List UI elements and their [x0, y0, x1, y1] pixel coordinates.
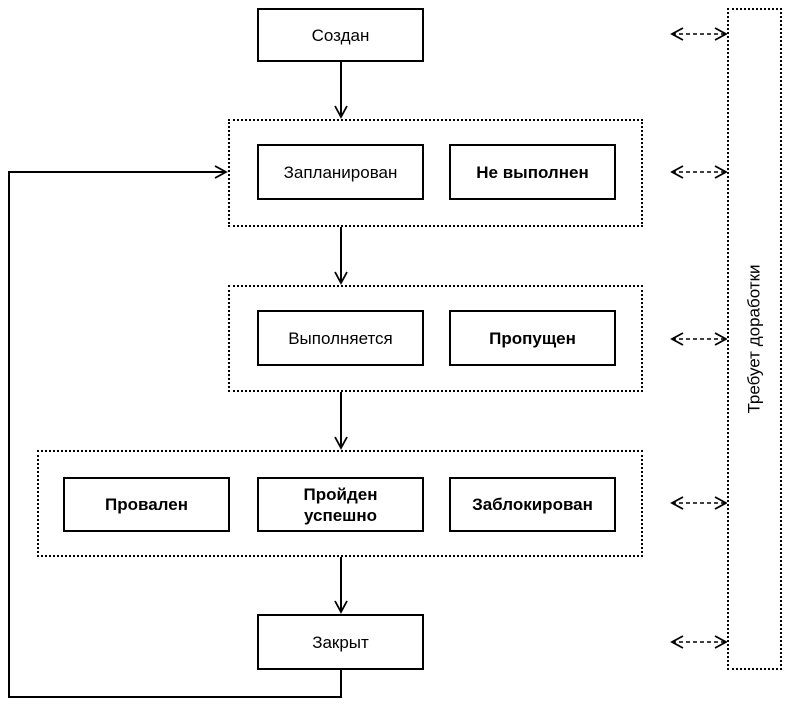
node-blocked: Заблокирован [449, 477, 616, 532]
node-skipped: Пропущен [449, 310, 616, 366]
rework-panel: Требует доработки [727, 8, 782, 670]
group-execution-stage [228, 285, 643, 392]
node-created: Создан [257, 8, 424, 62]
group-result-stage [37, 450, 643, 557]
group-planned-stage [228, 119, 643, 227]
node-not-executed-label: Не выполнен [476, 162, 589, 182]
node-passed-label: Пройден успешно [303, 484, 378, 525]
node-failed-label: Провален [105, 495, 188, 514]
node-blocked-label: Заблокирован [472, 495, 593, 514]
node-failed: Провален [63, 477, 230, 532]
node-in-progress-label: Выполняется [288, 328, 393, 348]
node-not-executed: Не выполнен [449, 144, 616, 200]
node-skipped-label: Пропущен [489, 328, 576, 348]
node-in-progress: Выполняется [257, 310, 424, 366]
node-planned: Запланирован [257, 144, 424, 200]
rework-panel-label: Требует доработки [744, 264, 764, 414]
node-planned-label: Запланирован [283, 162, 398, 182]
node-closed-label: Закрыт [312, 632, 369, 652]
node-passed: Пройден успешно [257, 477, 424, 532]
node-created-label: Создан [311, 25, 370, 45]
node-closed: Закрыт [257, 614, 424, 670]
